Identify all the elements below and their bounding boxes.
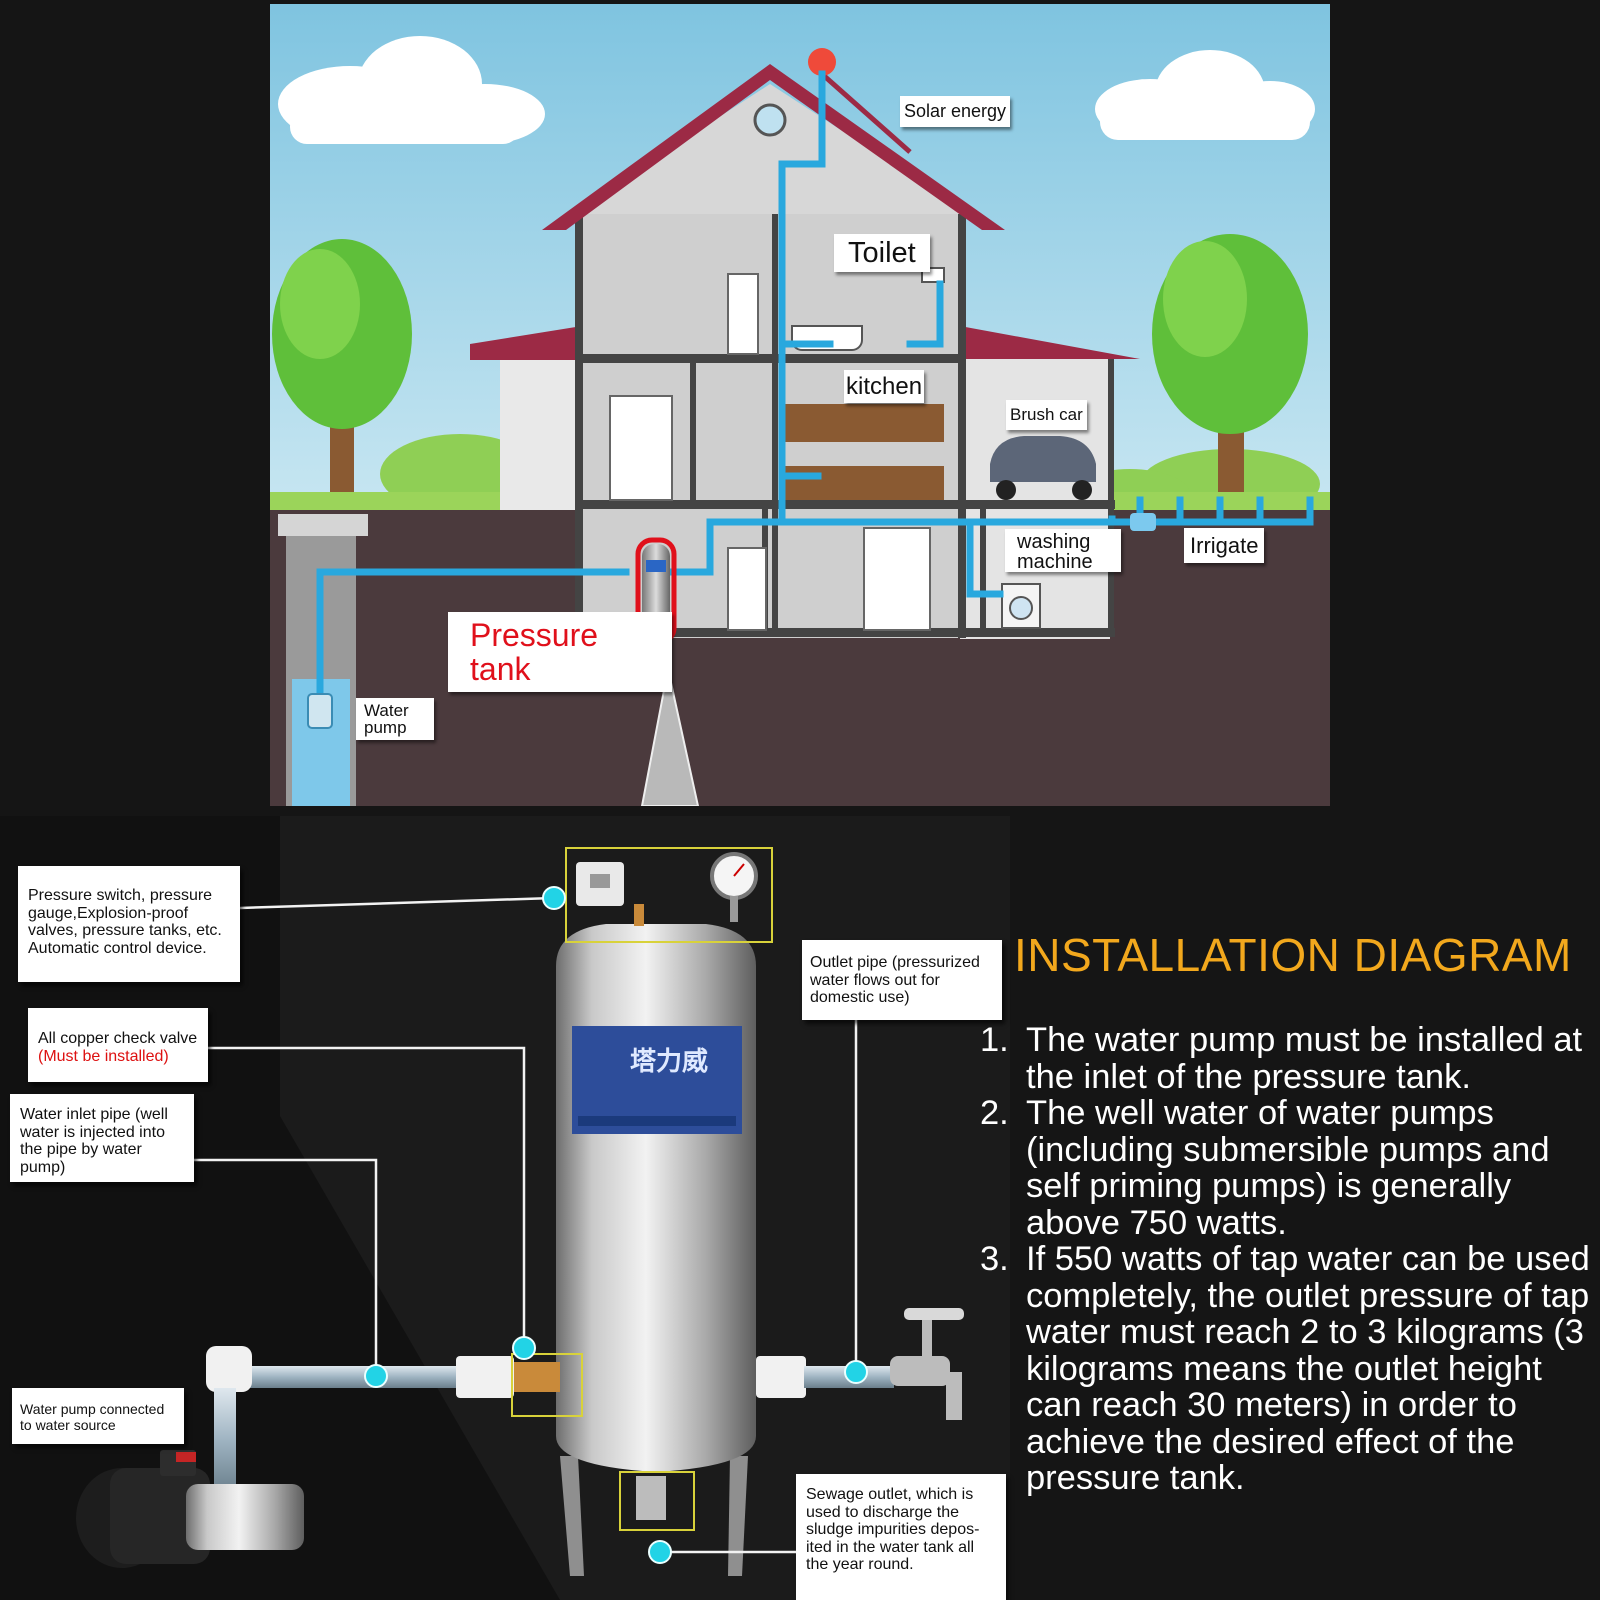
label-toilet: Toilet <box>834 234 930 273</box>
door-stair <box>863 527 931 631</box>
attic <box>570 84 970 214</box>
door-middle <box>609 395 673 501</box>
step-text: If 550 watts of tap water can be used co… <box>1026 1240 1590 1497</box>
attic-window <box>753 103 787 137</box>
tree-left <box>272 239 412 504</box>
installation-step: 1. The water pump must be installed at t… <box>980 1022 1600 1095</box>
inlet-elbow <box>206 1346 252 1392</box>
callout-pressure-switch: Pressure switch, pressure gauge,Explosio… <box>18 866 240 982</box>
tank-body <box>556 924 756 1472</box>
callout-check-valve-note: (Must be installed) <box>38 1047 169 1065</box>
step-text: The well water of water pumps (including… <box>1026 1094 1550 1242</box>
tree-right <box>1152 234 1308 494</box>
installation-step: 3. If 550 watts of tap water can be used… <box>980 1241 1600 1497</box>
marker-dots <box>364 886 868 1564</box>
pressure-tank-product: 塔力威 <box>0 816 1010 1600</box>
step-number: 3. <box>980 1240 1009 1278</box>
leader-lines <box>194 896 858 1554</box>
callout-inlet-pipe: Water inlet pipe (well water is injected… <box>10 1094 194 1182</box>
check-valve <box>514 1362 560 1392</box>
inlet-pipe <box>244 1366 460 1388</box>
well-head <box>278 514 368 536</box>
sewage-valve <box>636 1476 666 1520</box>
pipe-connector <box>1130 513 1156 531</box>
label-kitchen: kitchen <box>844 370 925 404</box>
label-pressure-tank: Pressure tank <box>448 612 672 692</box>
tank-brand: 塔力威 <box>630 1046 708 1077</box>
solar-tank <box>808 48 836 76</box>
highlight-sewage-outlet <box>619 1471 695 1531</box>
annex-right-roof <box>960 326 1140 359</box>
inlet-fitting <box>456 1356 514 1398</box>
label-brush-car: Brush car <box>1006 400 1087 430</box>
step-number: 1. <box>980 1021 1009 1059</box>
installation-steps: 1. The water pump must be installed at t… <box>980 1022 1600 1497</box>
cloud-left <box>278 36 545 144</box>
faucet <box>890 1308 964 1420</box>
kitchen-cabinets-lower <box>784 466 944 500</box>
kitchen-cabinets-upper <box>784 404 944 442</box>
label-solar-energy: Solar energy <box>900 96 1011 127</box>
water-pump-unit <box>76 1450 304 1568</box>
car <box>990 436 1096 500</box>
annex-left-roof <box>470 326 582 360</box>
label-washing-machine: washing machine <box>1005 529 1121 572</box>
callout-check-valve-text: All copper check valve <box>38 1030 198 1047</box>
house-cutaway-drawing <box>270 4 1330 806</box>
installation-step: 2. The well water of water pumps (includ… <box>980 1095 1600 1241</box>
callout-pump-source: Water pump connected to water source <box>12 1388 184 1444</box>
tank-leg-left <box>560 1456 584 1576</box>
installation-title: INSTALLATION DIAGRAM <box>1014 929 1572 981</box>
highlight-control-devices <box>565 847 773 943</box>
label-irrigate: Irrigate <box>1184 528 1265 564</box>
step-number: 2. <box>980 1094 1009 1132</box>
cloud-right <box>1095 50 1315 140</box>
step-text: The water pump must be installed at the … <box>1026 1021 1583 1096</box>
highlight-check-valve <box>511 1353 583 1417</box>
outlet-fitting <box>756 1356 806 1398</box>
callout-sewage-outlet: Sewage outlet, which is used to discharg… <box>796 1474 1006 1600</box>
main-roof <box>542 64 1005 230</box>
door-basement <box>727 547 767 631</box>
callout-outlet-pipe: Outlet pipe (pressurized water flows out… <box>802 940 1002 1020</box>
house-illustration: Solar energy Toilet kitchen Brush car wa… <box>270 4 1330 806</box>
inlet-riser <box>214 1388 236 1492</box>
door-upper <box>727 273 759 355</box>
tank-leg-right <box>728 1456 748 1576</box>
annex-left-balcony <box>500 360 582 510</box>
submersible-pump-icon <box>307 693 333 729</box>
callout-check-valve: All copper check valve (Must be installe… <box>28 1008 208 1082</box>
callout-pointer <box>640 668 700 806</box>
label-water-pump: Water pump <box>356 698 434 740</box>
